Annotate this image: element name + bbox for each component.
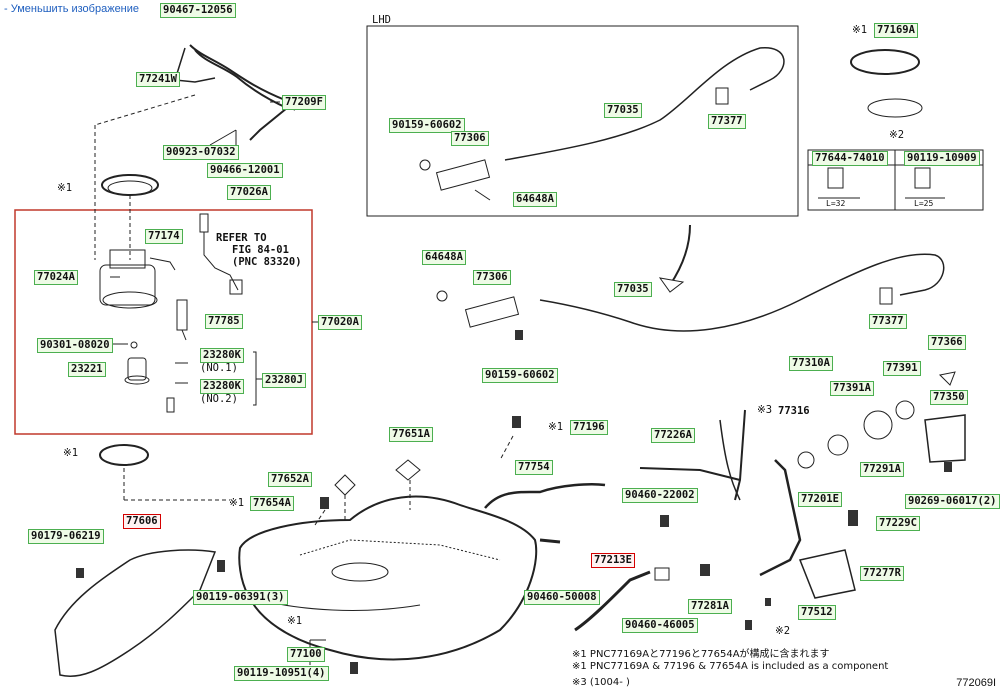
part-label[interactable]: 77209F: [282, 95, 326, 110]
part-label[interactable]: 90119-10951(4): [234, 666, 329, 681]
lhd-box: [366, 25, 799, 217]
part-label[interactable]: 77169A: [874, 23, 918, 38]
part-label[interactable]: 77035: [614, 282, 652, 297]
footnote-mark: ※1: [548, 421, 564, 433]
part-label[interactable]: 77226A: [651, 428, 695, 443]
part-label[interactable]: 23221: [68, 362, 106, 377]
footnote-mark: ※1: [57, 182, 73, 194]
part-label[interactable]: 77306: [473, 270, 511, 285]
bolt-length: L=32: [826, 199, 846, 208]
footnote-mark: ※2: [775, 625, 791, 637]
part-label[interactable]: 77377: [869, 314, 907, 329]
footnote-mark: ※2: [889, 129, 905, 141]
number-suffix: (NO.2): [200, 393, 238, 405]
part-label[interactable]: 77020A: [318, 315, 362, 330]
part-label[interactable]: 90119-10909: [904, 151, 980, 166]
part-label[interactable]: 77350: [930, 390, 968, 405]
lhd-box-title: LHD: [372, 14, 391, 26]
part-label[interactable]: 90301-08020: [37, 338, 113, 353]
part-label[interactable]: 77100: [287, 647, 325, 662]
part-label[interactable]: 90460-46005: [622, 618, 698, 633]
shrink-image-link[interactable]: - Уменьшить изображение: [4, 3, 140, 15]
refer-note: (PNC 83320): [232, 256, 302, 268]
part-label[interactable]: 77785: [205, 314, 243, 329]
part-label[interactable]: 90466-12001: [207, 163, 283, 178]
part-label[interactable]: 77391A: [830, 381, 874, 396]
part-label[interactable]: 77024A: [34, 270, 78, 285]
part-label[interactable]: 90467-12056: [160, 3, 236, 18]
part-label[interactable]: 64648A: [422, 250, 466, 265]
part-label[interactable]: 77512: [798, 605, 836, 620]
number-suffix: (NO.1): [200, 362, 238, 374]
footnote-mark: ※1: [852, 24, 868, 36]
part-label[interactable]: 77606: [123, 514, 161, 529]
part-label[interactable]: 77754: [515, 460, 553, 475]
part-label[interactable]: 90460-22002: [622, 488, 698, 503]
footnote-jp: ※1 PNC77169Aと77196と77654Aが構成に含まれます: [572, 649, 830, 660]
part-label[interactable]: 77306: [451, 131, 489, 146]
part-label[interactable]: 77201E: [798, 492, 842, 507]
footnote-mark: ※1: [287, 615, 303, 627]
part-label[interactable]: 77366: [928, 335, 966, 350]
part-label[interactable]: 77174: [145, 229, 183, 244]
part-label[interactable]: 90159-60602: [389, 118, 465, 133]
part-label[interactable]: 77391: [883, 361, 921, 376]
part-label[interactable]: 77241W: [136, 72, 180, 87]
bolt-length: L=25: [914, 199, 934, 208]
part-label[interactable]: 90179-06219: [28, 529, 104, 544]
part-number-text: 77316: [778, 405, 810, 417]
part-label[interactable]: 77291A: [860, 462, 904, 477]
footnote-mark: ※1: [63, 447, 79, 459]
part-label[interactable]: 77213E: [591, 553, 635, 568]
part-label[interactable]: 90119-06391(3): [193, 590, 288, 605]
part-label[interactable]: 77652A: [268, 472, 312, 487]
part-label[interactable]: 77377: [708, 114, 746, 129]
part-label[interactable]: 77035: [604, 103, 642, 118]
part-label[interactable]: 90460-50008: [524, 590, 600, 605]
refer-note: REFER TO: [216, 232, 267, 244]
part-label[interactable]: 77281A: [688, 599, 732, 614]
footnote-en: ※1 PNC77169A & 77196 & 77654A is include…: [572, 661, 889, 672]
footnote-mark: ※1: [229, 497, 245, 509]
footnote-mark: ※3: [757, 404, 773, 416]
part-label[interactable]: 23280K: [200, 379, 244, 394]
refer-note: FIG 84-01: [232, 244, 289, 256]
part-label[interactable]: 64648A: [513, 192, 557, 207]
part-label[interactable]: 77651A: [389, 427, 433, 442]
part-label[interactable]: 77654A: [250, 496, 294, 511]
part-label[interactable]: 77026A: [227, 185, 271, 200]
part-label[interactable]: 23280J: [262, 373, 306, 388]
footnote-date: ※3 (1004- ): [572, 677, 630, 688]
part-label[interactable]: 77229C: [876, 516, 920, 531]
part-label[interactable]: 77277R: [860, 566, 904, 581]
part-label[interactable]: 23280K: [200, 348, 244, 363]
part-label[interactable]: 90923-07032: [163, 145, 239, 160]
part-label[interactable]: 77196: [570, 420, 608, 435]
part-label[interactable]: 90269-06017(2): [905, 494, 1000, 509]
part-label[interactable]: 77310A: [789, 356, 833, 371]
figure-number: 772069I: [956, 677, 996, 689]
part-label[interactable]: 90159-60602: [482, 368, 558, 383]
part-label[interactable]: 77644-74010: [812, 151, 888, 166]
